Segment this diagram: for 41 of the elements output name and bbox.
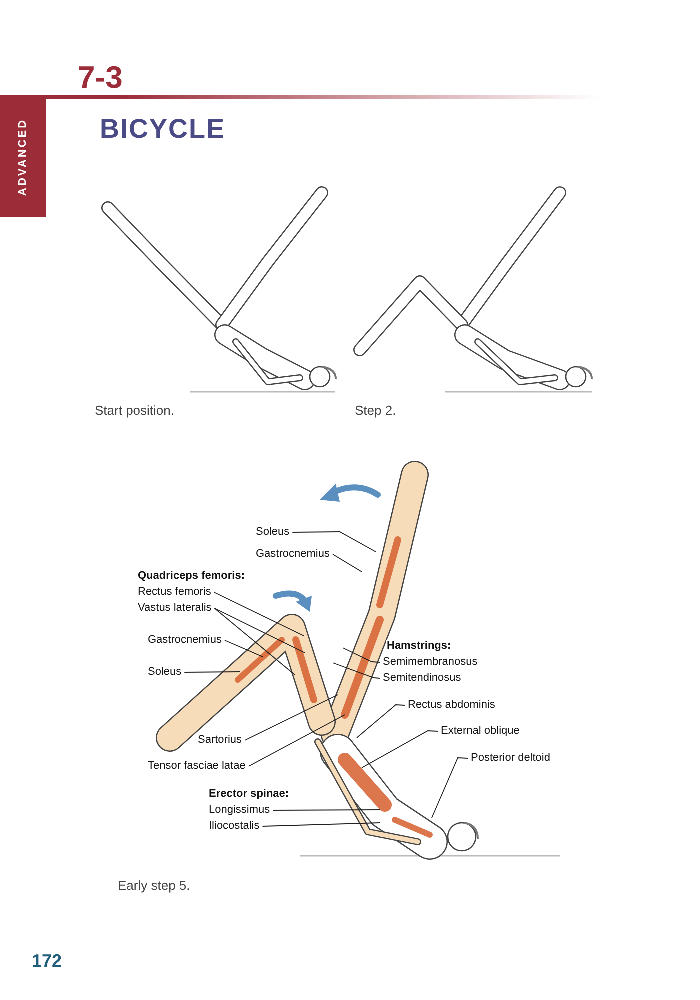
muscle-label: Sartorius (198, 734, 242, 747)
page-number: 172 (32, 951, 62, 972)
figure-caption: Start position. (95, 403, 174, 418)
figure-caption: Early step 5. (118, 878, 190, 893)
leader-line (292, 532, 376, 552)
muscle-label: Rectus abdominis (408, 699, 496, 712)
muscle-label: Semitendinosus (383, 672, 462, 685)
leader-line (248, 714, 346, 767)
leader-line (332, 662, 380, 679)
leader-line (342, 648, 380, 663)
leader-line (362, 730, 438, 768)
leader-line (214, 608, 306, 654)
leader-line (214, 608, 296, 676)
leader-line (262, 822, 380, 827)
muscle-label: Gastrocnemius (148, 634, 222, 647)
muscle-label: Posterior deltoid (471, 752, 550, 765)
leader-line (184, 672, 240, 673)
leader-line (356, 704, 406, 738)
level-tab: ADVANCED (0, 97, 46, 217)
muscle-label: Iliocostalis (209, 820, 260, 833)
muscle-label: Longissimus (209, 804, 270, 817)
leader-line (224, 640, 264, 658)
muscle-label: External oblique (441, 725, 520, 738)
muscle-label: Semimembranosus (383, 656, 478, 669)
exercise-number: 7-3 (78, 60, 123, 96)
title: BICYCLE (100, 114, 226, 145)
leader-line (244, 694, 338, 741)
muscle-label: Rectus femoris (138, 586, 212, 599)
leader-line (332, 554, 362, 572)
leader-line (432, 758, 468, 818)
muscle-label: Soleus (256, 526, 290, 539)
muscle-group-heading: Quadriceps femoris: (138, 570, 245, 582)
muscle-label: Vastus lateralis (138, 602, 212, 615)
leader-line (214, 592, 304, 636)
muscle-label: Soleus (148, 666, 182, 679)
leader-line (272, 810, 380, 811)
muscle-label: Tensor fasciae latae (148, 760, 246, 773)
muscle-group-heading: Hamstrings: (386, 640, 452, 652)
figure-caption: Step 2. (355, 403, 396, 418)
muscle-label: Gastrocnemius (256, 548, 330, 561)
muscle-group-heading: Erector spinae: (209, 788, 290, 800)
